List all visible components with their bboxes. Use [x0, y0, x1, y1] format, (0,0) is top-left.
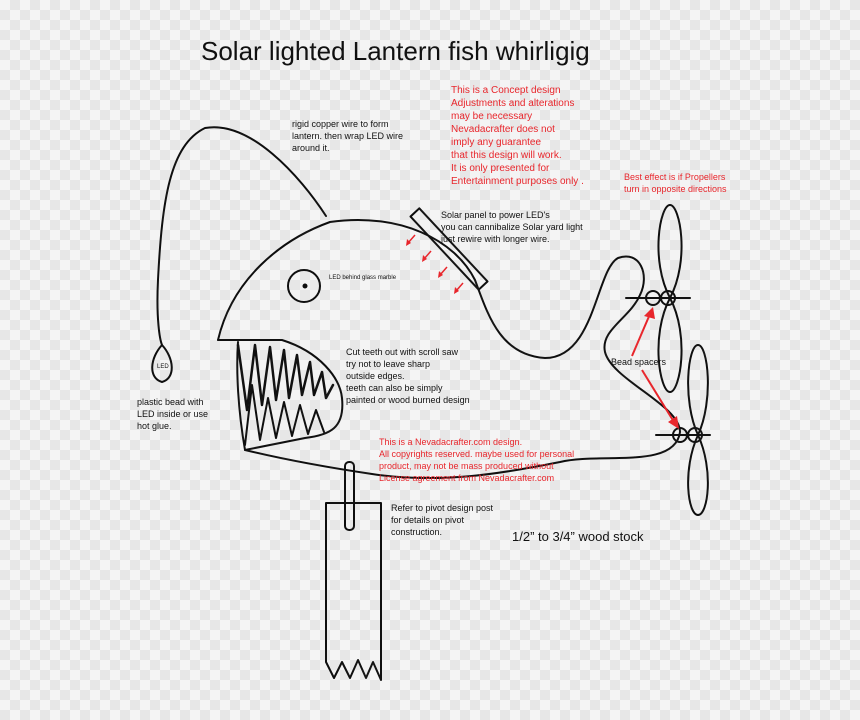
solar-arrowhead-3 [438, 271, 443, 278]
fish-body-outline [217, 218, 681, 480]
eye-pupil [302, 283, 308, 289]
copper-wire-note: rigid copper wire to form lantern. then … [292, 119, 404, 153]
wood-post [325, 502, 382, 681]
copyright-note: This is a Nevadacrafter.com design. All … [379, 437, 575, 483]
pivot-rod [344, 461, 355, 531]
fish-eye [287, 269, 321, 303]
fish-jaw [217, 339, 344, 451]
propeller-note: Best effect is if Propellers turn in opp… [624, 172, 727, 194]
bead-spacers-label: Bead spacers [611, 357, 667, 367]
solar-arrowhead-2 [422, 255, 427, 262]
plastic-bead-note: plastic bead with LED inside or use hot … [137, 397, 209, 431]
lantern-wire [156, 126, 327, 346]
bead-arrow-upper [631, 313, 651, 357]
fish-teeth [236, 343, 335, 412]
wood-stock-label: 1/2” to 3/4” wood stock [512, 529, 644, 544]
concept-disclaimer: This is a Concept design Adjustments and… [451, 85, 584, 187]
solar-arrowhead-1 [406, 239, 411, 246]
fish-lower-teeth [244, 384, 325, 446]
bead-spacer-upper-2 [660, 290, 676, 306]
propeller-lower [687, 344, 709, 516]
solar-panel [409, 207, 489, 291]
solar-panel-note: Solar panel to power LED's you can canni… [441, 210, 583, 244]
lantern-bead [151, 344, 173, 383]
led-bead-label: LED [157, 364, 169, 370]
bead-arrowhead-upper [644, 307, 655, 319]
pivot-note: Refer to pivot design post for details o… [391, 503, 494, 537]
teeth-note: Cut teeth out with scroll saw try not to… [346, 347, 470, 405]
diagram-title: Solar lighted Lantern fish whirligig [201, 36, 590, 66]
solar-arrowhead-4 [454, 287, 459, 294]
bead-arrowhead-lower [668, 416, 679, 429]
propeller-upper [657, 204, 683, 393]
bead-arrow-lower [641, 369, 675, 423]
eye-note: LED behind glass marble [329, 275, 397, 281]
